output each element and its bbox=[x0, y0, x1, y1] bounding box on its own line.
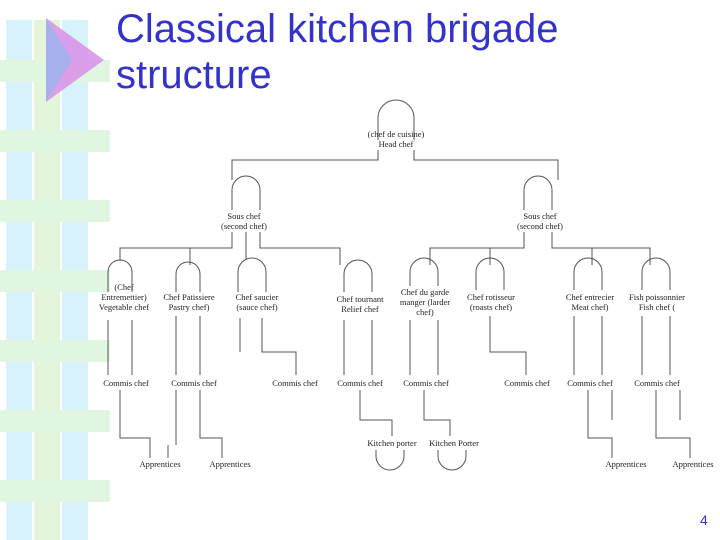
node-apprentices: Apprentices bbox=[209, 459, 251, 469]
node-commis-chef: Commis chef bbox=[103, 378, 149, 388]
node-rotisseur: Chef rotisseur (roasts chef) bbox=[467, 292, 515, 312]
node-kitchen-porter: Kitchen porter bbox=[367, 438, 417, 448]
node-entremettier: (Chef Entremettier) Vegetable chef bbox=[98, 282, 150, 312]
node-saucier: Chef saucier (sauce chef) bbox=[235, 292, 279, 312]
node-apprentices: Apprentices bbox=[139, 459, 181, 469]
node-commis-chef: Commis chef bbox=[634, 378, 680, 388]
node-tournant: Chef tournant Relief chef bbox=[336, 294, 384, 314]
node-sous-chef-left: Sous chef (second chef) bbox=[220, 211, 268, 231]
node-head-chef: (chef de cuisine) Head chef bbox=[367, 129, 425, 149]
triangle-logo-icon bbox=[46, 18, 104, 102]
node-apprentices: Apprentices bbox=[605, 459, 647, 469]
page-number: 4 bbox=[700, 512, 708, 528]
slide-decoration bbox=[0, 0, 110, 540]
slide-title: Classical kitchen brigade structure bbox=[116, 7, 559, 97]
node-entrecier: Chef entrecier Meat chef) bbox=[565, 292, 615, 312]
node-commis-chef: Commis chef bbox=[337, 378, 383, 388]
node-apprentices: Apprentices bbox=[672, 459, 714, 469]
node-sous-chef-right: Sous chef (second chef) bbox=[516, 211, 564, 231]
node-commis-chef: Commis chef bbox=[403, 378, 449, 388]
node-commis-chef: Commis chef bbox=[567, 378, 613, 388]
node-commis-chef: Commis chef bbox=[272, 378, 318, 388]
node-poissonier: Fish poissonnier Fish chef ( bbox=[629, 292, 685, 312]
node-patissier: Chef Patissiere Pastry chef) bbox=[163, 292, 215, 312]
node-kitchen-porter: Kitchen Porter bbox=[429, 438, 479, 448]
node-commis-chef: Commis chef bbox=[504, 378, 550, 388]
node-garde-manger: Chef du garde manger (larder chef) bbox=[399, 287, 451, 317]
node-commis-chef: Commis chef bbox=[171, 378, 217, 388]
